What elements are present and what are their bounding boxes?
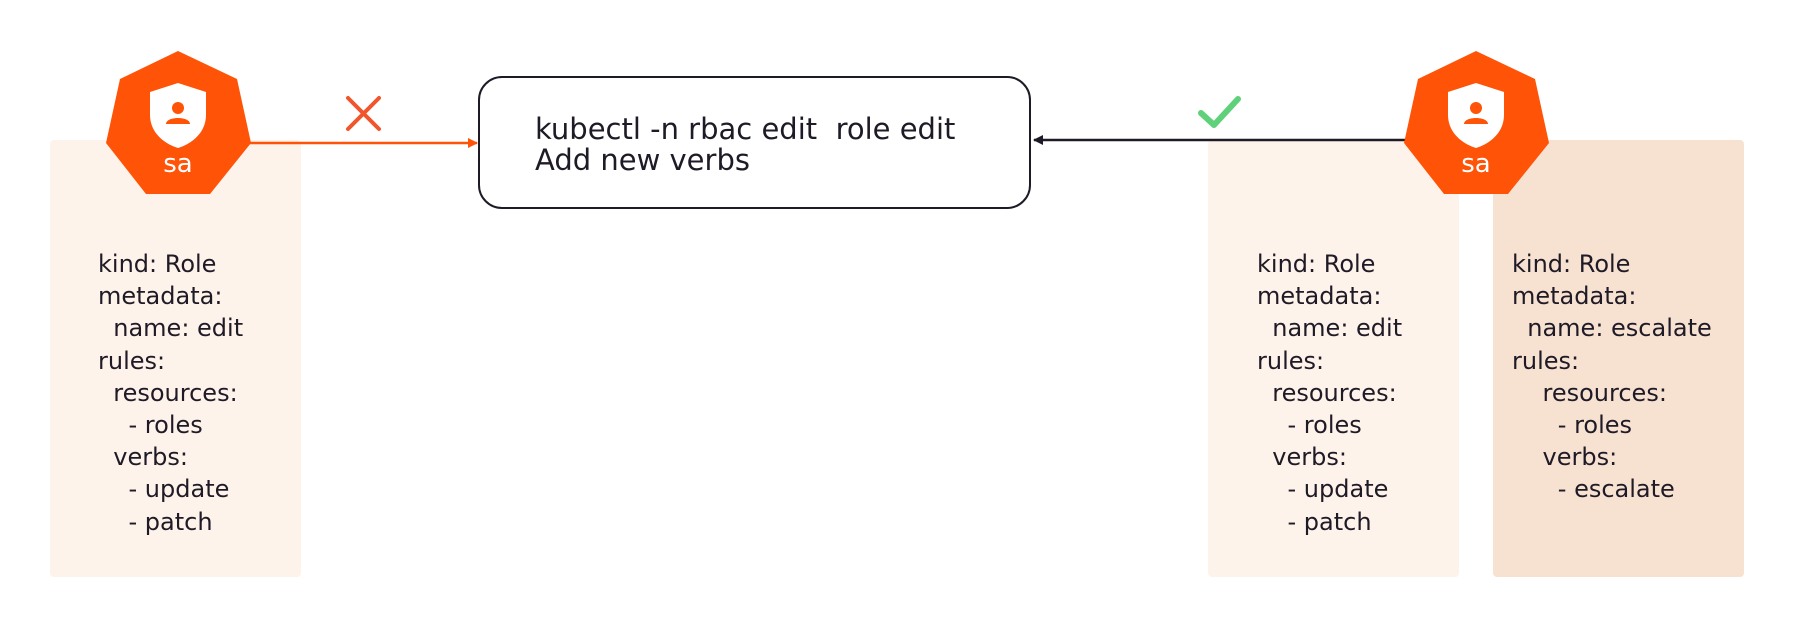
role-panel-edit — [1208, 140, 1459, 577]
service-account-label: sa — [1461, 149, 1490, 179]
role-yaml-left: kind: Role metadata: name: edit rules: r… — [98, 250, 244, 536]
role-yaml-edit: kind: Role metadata: name: edit rules: r… — [1257, 250, 1403, 536]
user-shield-icon — [1448, 83, 1504, 148]
command-text: kubectl -n rbac edit role edit — [535, 112, 956, 146]
check-icon — [1198, 96, 1241, 128]
command-box: kubectl -n rbac edit role edit Add new v… — [478, 76, 1031, 209]
user-shield-icon — [150, 83, 206, 148]
cross-icon — [346, 96, 381, 131]
command-description: Add new verbs — [535, 143, 750, 177]
role-yaml-escalate: kind: Role metadata: name: escalate rule… — [1512, 250, 1712, 504]
role-panel-left — [50, 140, 301, 577]
role-panel-escalate — [1493, 140, 1744, 577]
